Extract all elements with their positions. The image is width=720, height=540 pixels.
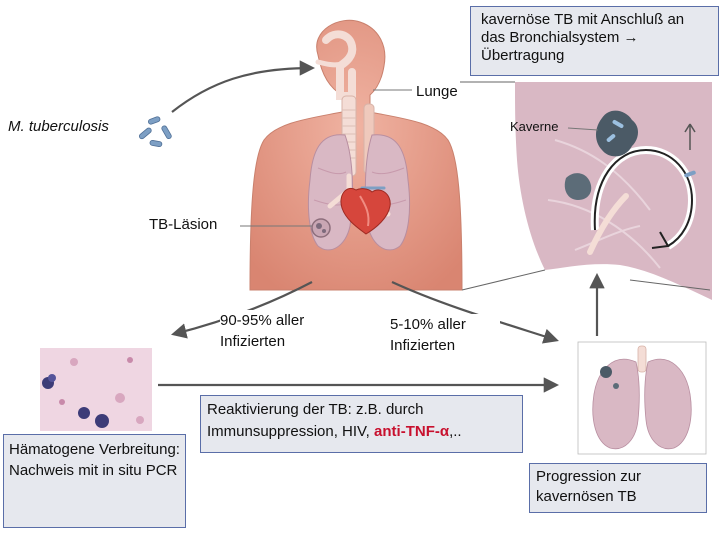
label-tb-lesion: TB-Läsion (149, 216, 218, 233)
mtb-bacilli-cluster (138, 116, 172, 148)
histology-image (40, 348, 152, 431)
kaverne-pointer (567, 127, 599, 131)
lungs-in-torso (307, 134, 411, 251)
lung-cavity-closeup (515, 82, 712, 300)
human-torso-illustration (249, 19, 463, 291)
cavernous-tb-text: kavernöse TB mit Anschluß an das Bronchi… (481, 11, 685, 64)
anti-tnf-highlight: anti-TNF-α (374, 423, 450, 440)
label-lunge: Lunge (416, 83, 458, 100)
reactivation-suffix: ,.. (449, 423, 462, 440)
progression-arrow (391, 281, 559, 344)
latent-infection-label: 90-95% aller Infizierten (220, 310, 338, 352)
label-m-tuberculosis: M. tuberculosis (8, 118, 109, 135)
reactivation-box: Reaktivierung der TB: z.B. durch Immunsu… (200, 395, 523, 453)
active-infection-label: 5-10% aller Infizierten (390, 314, 500, 356)
hematogenous-text: Hämatogene Verbreitung: Nachweis mit in … (9, 441, 180, 479)
infection-arrow (171, 60, 316, 113)
progression-text: Progression zur kavernösen TB (536, 468, 642, 505)
label-kaverne: Kaverne (510, 119, 559, 134)
progression-box: Progression zur kavernösen TB (529, 463, 707, 513)
progression-lungs-illustration (577, 341, 707, 455)
cavernous-tb-box: kavernöse TB mit Anschluß an das Bronchi… (470, 6, 719, 76)
hematogenous-box: Hämatogene Verbreitung: Nachweis mit in … (3, 434, 186, 528)
reactivation-text: Reaktivierung der TB: z.B. durch Immunsu… (207, 401, 424, 440)
